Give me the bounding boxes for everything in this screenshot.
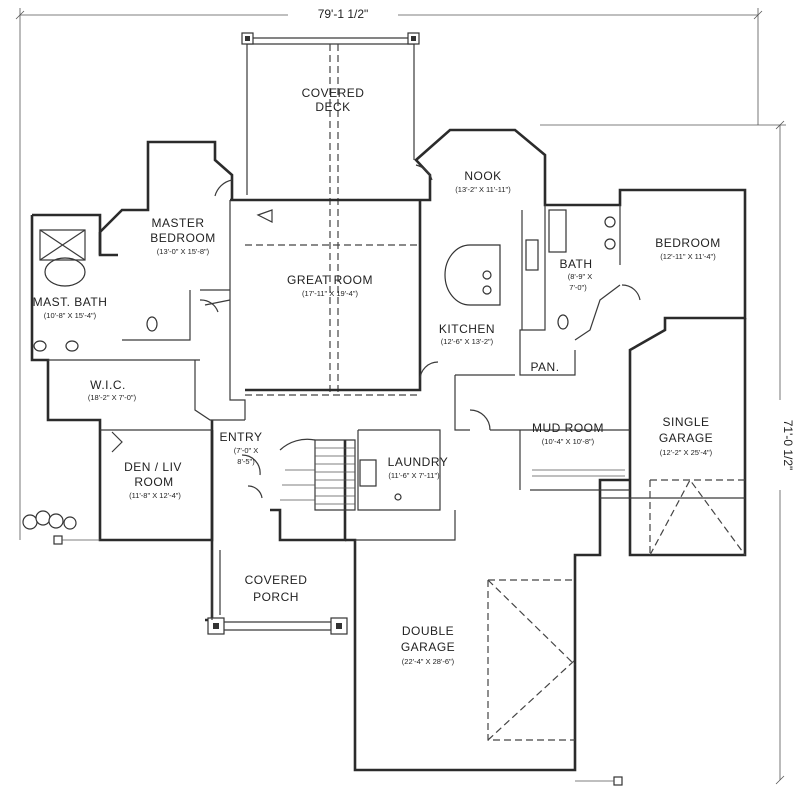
exterior-walls xyxy=(30,128,747,772)
pantry-label: PAN. xyxy=(530,360,559,374)
overall-dimensions: 79'-1 1/2" 71'-0 1/2" xyxy=(15,4,795,785)
covered-deck-area xyxy=(241,32,420,395)
den-size: (11'-8" X 12'-4") xyxy=(129,491,181,500)
mud-room-label: MUD ROOM xyxy=(532,421,604,435)
mast-bath-size: (10'-8" X 15'-4") xyxy=(44,311,97,320)
master-bedroom-label-2: BEDROOM xyxy=(150,231,216,245)
kitchen-size: (12'-6" X 13'-2") xyxy=(441,337,494,346)
bedroom-label: BEDROOM xyxy=(655,236,721,250)
entry-label: ENTRY xyxy=(220,430,263,444)
laundry-size: (11'-6" X 7'-11") xyxy=(388,471,440,480)
mud-room-size: (10'-4" X 10'-8") xyxy=(542,437,595,446)
door-swings xyxy=(111,164,641,499)
bath-size-1: (8'-9" X xyxy=(568,272,593,281)
double-garage-size: (22'-4" X 28'-6") xyxy=(402,657,455,666)
interior-walls xyxy=(48,200,745,541)
overall-width-label: 79'-1 1/2" xyxy=(318,7,369,21)
mast-bath-label: MAST. BATH xyxy=(33,295,108,309)
entry-size-2: 8'-5") xyxy=(237,457,255,466)
covered-deck-label-1: COVERED xyxy=(302,86,365,100)
nook-label: NOOK xyxy=(464,169,501,183)
laundry-label: LAUNDRY xyxy=(388,455,449,469)
entry-size-1: (7'-0" X xyxy=(234,446,259,455)
covered-deck-label-2: DECK xyxy=(315,100,350,114)
covered-porch-label-2: PORCH xyxy=(253,590,299,604)
single-garage-label-2: GARAGE xyxy=(659,431,713,445)
den-label-1: DEN / LIV xyxy=(124,460,182,474)
double-garage-label-1: DOUBLE xyxy=(402,624,454,638)
room-labels: COVERED DECK NOOK (13'-2" X 11'-11") MAS… xyxy=(33,86,721,666)
bath-size-2: 7'-0") xyxy=(569,283,587,292)
master-bedroom-size: (13'-0" X 15'-8") xyxy=(157,247,210,256)
bedroom-size: (12'-11" X 11'-4") xyxy=(660,252,716,261)
single-garage-size: (12'-2" X 25'-4") xyxy=(660,448,713,457)
single-garage-label-1: SINGLE xyxy=(662,415,709,429)
den-label-2: ROOM xyxy=(134,475,173,489)
great-room-label: GREAT ROOM xyxy=(287,273,373,287)
garage-outlines xyxy=(487,478,746,741)
nook-size: (13'-2" X 11'-11") xyxy=(455,185,511,194)
covered-porch-label-1: COVERED xyxy=(245,573,308,587)
kitchen-label: KITCHEN xyxy=(439,322,495,336)
wic-size: (18'-2" X 7'-0") xyxy=(88,393,137,402)
wic-label: W.I.C. xyxy=(90,378,126,392)
bath-label: BATH xyxy=(559,257,592,271)
master-bedroom-label-1: MASTER xyxy=(151,216,204,230)
great-room-size: (17'-11" X 19'-4") xyxy=(302,289,358,298)
fixtures xyxy=(22,209,625,786)
double-garage-label-2: GARAGE xyxy=(401,640,455,654)
overall-depth-label: 71'-0 1/2" xyxy=(781,420,795,471)
